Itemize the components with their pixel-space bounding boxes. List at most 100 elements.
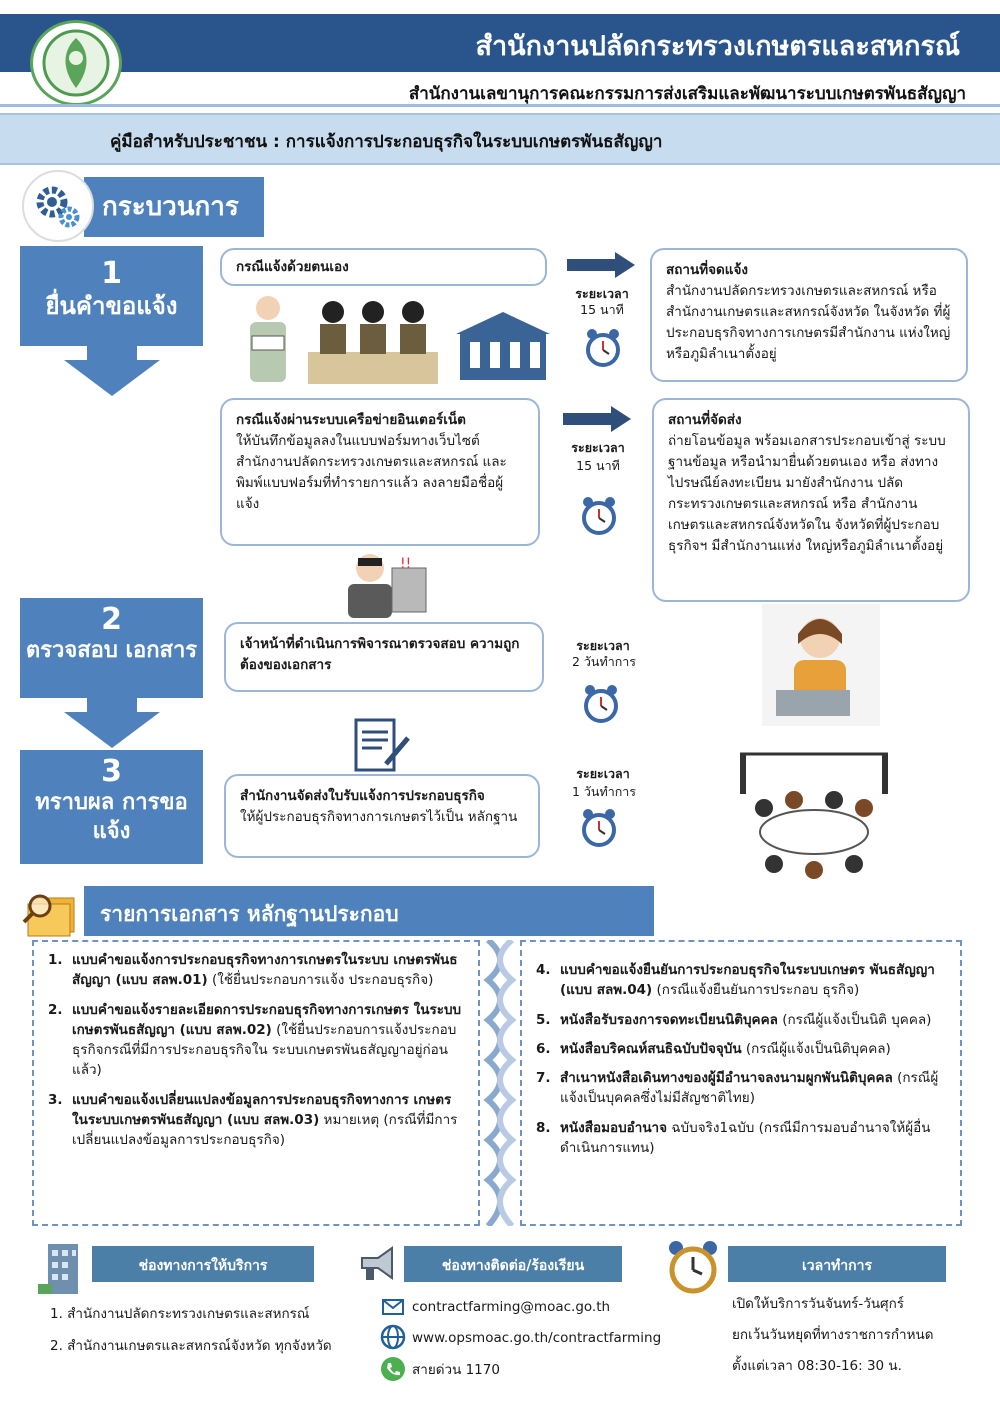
item-title: แบบคำขอแจ้งยืนยันการประกอบธุรกิจในระบบเก… — [560, 962, 935, 999]
ministry-logo-icon — [30, 20, 122, 106]
time-label: ระยะเวลา — [575, 286, 629, 301]
step-number: 1 — [101, 256, 122, 291]
list-item: 2. แบบคำขอแจ้งรายละเอียดการประกอบธุรกิจท… — [48, 1000, 466, 1081]
self-service-illustration — [250, 296, 550, 384]
item-number: 5. — [536, 1011, 551, 1028]
officer-laptop-illustration — [762, 604, 880, 726]
list-item: 6. หนังสือบริคณห์สนธิฉบับปัจจุบัน (กรณีผ… — [536, 1039, 948, 1059]
manual-band — [0, 113, 1000, 165]
item-note: ฉบับจริง1ฉบับ (กรณีมีการมอบอำนาจให้ผู้อื… — [560, 1119, 931, 1156]
clock-icon — [584, 685, 618, 723]
online-case-title: กรณีแจ้งผ่านระบบเครือข่ายอินเตอร์เน็ต — [236, 412, 466, 428]
item-title: หนังสือมอบอำนาจ — [560, 1119, 668, 1136]
place-send-body: ถ่ายโอนข้อมูล พร้อมเอกสารประกอบเข้าสู่ ร… — [668, 432, 946, 554]
dna-divider-icon — [483, 940, 517, 1226]
check-card-text: เจ้าหน้าที่ดำเนินการพิจารณาตรวจสอบ ความถ… — [240, 636, 520, 673]
step-3: 3 ทราบผล การขอแจ้ง — [20, 750, 203, 864]
office-hours-line: ตั้งแต่เวลา 08:30-16: 30 น. — [732, 1358, 902, 1374]
item-number: 1. — [48, 952, 63, 968]
item-title: แบบคำขอแจ้งเปลี่ยนแปลงข้อมูลการประกอบธุร… — [72, 1091, 452, 1128]
item-title: แบบคำขอแจ้งรายละเอียดการประกอบธุรกิจทางก… — [72, 1001, 462, 1038]
document-pen-icon — [354, 718, 410, 772]
department-subtitle: สำนักงานเลขานุการคณะกรรมการส่งเสริมและพั… — [408, 84, 966, 104]
online-case-card: กรณีแจ้งผ่านระบบเครือข่ายอินเตอร์เน็ต ให… — [220, 398, 540, 546]
computer-user-illustration: !! — [348, 554, 427, 618]
agency-title: สำนักงานปลัดกระทรวงเกษตรและสหกรณ์ — [475, 31, 961, 62]
step-label: ตรวจสอบ เอกสาร — [25, 638, 198, 663]
list-item: 4. แบบคำขอแจ้งยืนยันการประกอบธุรกิจในระบ… — [536, 960, 948, 1001]
time-value: 15 นาที — [580, 302, 624, 317]
contact-website[interactable]: www.opsmoac.go.th/contractfarming — [412, 1330, 662, 1346]
self-case-card: กรณีแจ้งด้วยตนเอง — [220, 248, 547, 286]
arrow-right-icon — [563, 406, 631, 432]
item-number: 2. — [48, 1001, 63, 1018]
step-2-arrow — [64, 698, 160, 748]
item-number: 4. — [536, 962, 551, 978]
check-card: เจ้าหน้าที่ดำเนินการพิจารณาตรวจสอบ ความถ… — [224, 622, 544, 692]
place-notify-body: สำนักงานปลัดกระทรวงเกษตรและสหกรณ์ หรือ ส… — [666, 282, 951, 362]
place-notify-card: สถานที่จดแจ้ง สำนักงานปลัดกระทรวงเกษตรแล… — [650, 248, 968, 382]
item-number: 8. — [536, 1119, 551, 1136]
item-title: สำเนาหนังสือเดินทางของผู้มีอำนาจลงนามผูก… — [560, 1070, 893, 1086]
divider — [0, 104, 1000, 107]
item-title: แบบคำขอแจ้งการประกอบธุรกิจทางการเกษตรในร… — [72, 952, 458, 989]
office-hours-title: เวลาทำการ — [728, 1246, 946, 1282]
building-icon — [456, 312, 550, 380]
documents-left-list: 1. แบบคำขอแจ้งการประกอบธุรกิจทางการเกษตร… — [32, 940, 480, 1226]
time-label: ระยะเวลา — [576, 638, 630, 653]
step-2: 2 ตรวจสอบ เอกสาร — [20, 598, 203, 698]
office-hours-line: เปิดให้บริการวันจันทร์-วันศุกร์ — [732, 1296, 905, 1312]
time-value: 2 วันทำการ — [571, 654, 637, 669]
item-note: (ใช้ยื่นประกอบการแจ้ง ประกอบธุรกิจ) — [207, 972, 434, 989]
step-number: 3 — [101, 754, 122, 789]
clock-icon — [582, 497, 616, 535]
svg-text:!!: !! — [400, 556, 411, 572]
list-item: 8. หนังสือมอบอำนาจ ฉบับจริง1ฉบับ (กรณีมี… — [536, 1118, 948, 1159]
officers-icon — [308, 301, 438, 384]
service-channel-title: ช่องทางการให้บริการ — [92, 1246, 314, 1282]
arrow-right-icon — [567, 252, 635, 278]
globe-icon — [380, 1324, 406, 1350]
clock-icon — [586, 329, 620, 367]
contact-hotline: สายด่วน 1170 — [412, 1362, 500, 1378]
item-number: 6. — [536, 1040, 551, 1057]
item-note: (กรณีผู้แจ้งเป็นนิติบุคคล) — [741, 1040, 891, 1057]
clock-icon — [582, 809, 616, 847]
manual-title: คู่มือสำหรับประชาชน : การแจ้งการประกอบธุ… — [110, 132, 663, 152]
item-number: 3. — [48, 1091, 63, 1108]
time-label: ระยะเวลา — [571, 440, 625, 455]
item-note: (กรณีผู้แจ้งเป็นบุคคลซึ่งไม่มีสัญชาติไทย… — [560, 1070, 939, 1107]
envelope-icon — [382, 1299, 404, 1315]
item-title: หนังสือรับรองการจดทะเบียนนิติบุคคล — [560, 1011, 778, 1028]
service-item: 1. สำนักงานปลัดกระทรวงเกษตรและสหกรณ์ — [50, 1306, 310, 1322]
time-value: 15 นาที — [576, 458, 620, 473]
process-heading: กระบวนการ — [84, 177, 264, 237]
result-card: สำนักงานจัดส่งใบรับแจ้งการประกอบธุรกิจ ใ… — [224, 774, 540, 858]
citizen-icon — [250, 296, 286, 382]
place-send-title: สถานที่จัดส่ง — [668, 412, 742, 428]
office-hours-line: ยกเว้นวันหยุดที่ทางราชการกำหนด — [732, 1327, 934, 1343]
list-item: 1. แบบคำขอแจ้งการประกอบธุรกิจทางการเกษตร… — [48, 950, 466, 991]
list-item: 7. สำเนาหนังสือเดินทางของผู้มีอำนาจลงนาม… — [536, 1068, 948, 1109]
step-label: ทราบผล การขอแจ้ง — [35, 790, 188, 844]
megaphone-icon — [361, 1246, 393, 1280]
step-number: 2 — [101, 602, 122, 637]
item-note: หมายเหตุ (กรณีที่มีการเปลี่ยนแปลงข้อมูลก… — [72, 1111, 458, 1148]
time-value: 1 วันทำการ — [571, 784, 637, 799]
step-label: ยื่นคำขอแจ้ง — [45, 292, 178, 320]
online-case-body: ให้บันทึกข้อมูลลงในแบบฟอร์มทางเว็บไซต์ ส… — [236, 432, 507, 512]
header-band — [0, 14, 1000, 72]
item-number: 7. — [536, 1070, 551, 1086]
list-item: 3. แบบคำขอแจ้งเปลี่ยนแปลงข้อมูลการประกอบ… — [48, 1090, 466, 1151]
folder-search-icon — [22, 894, 75, 937]
service-item: 2. สำนักงานเกษตรและสหกรณ์จังหวัด ทุกจังห… — [50, 1338, 332, 1354]
place-send-card: สถานที่จัดส่ง ถ่ายโอนข้อมูล พร้อมเอกสารป… — [652, 398, 970, 602]
item-title: หนังสือบริคณห์สนธิฉบับปัจจุบัน — [560, 1040, 742, 1057]
phone-icon — [381, 1357, 405, 1381]
gears-icon — [22, 170, 94, 242]
contact-channel-title: ช่องทางติดต่อ/ร้องเรียน — [404, 1246, 622, 1282]
contact-email[interactable]: contractfarming@moac.go.th — [412, 1299, 611, 1315]
list-item: 5. หนังสือรับรองการจดทะเบียนนิติบุคคล (ก… — [536, 1010, 948, 1030]
place-notify-title: สถานที่จดแจ้ง — [666, 262, 749, 278]
clock-icon — [669, 1241, 717, 1294]
